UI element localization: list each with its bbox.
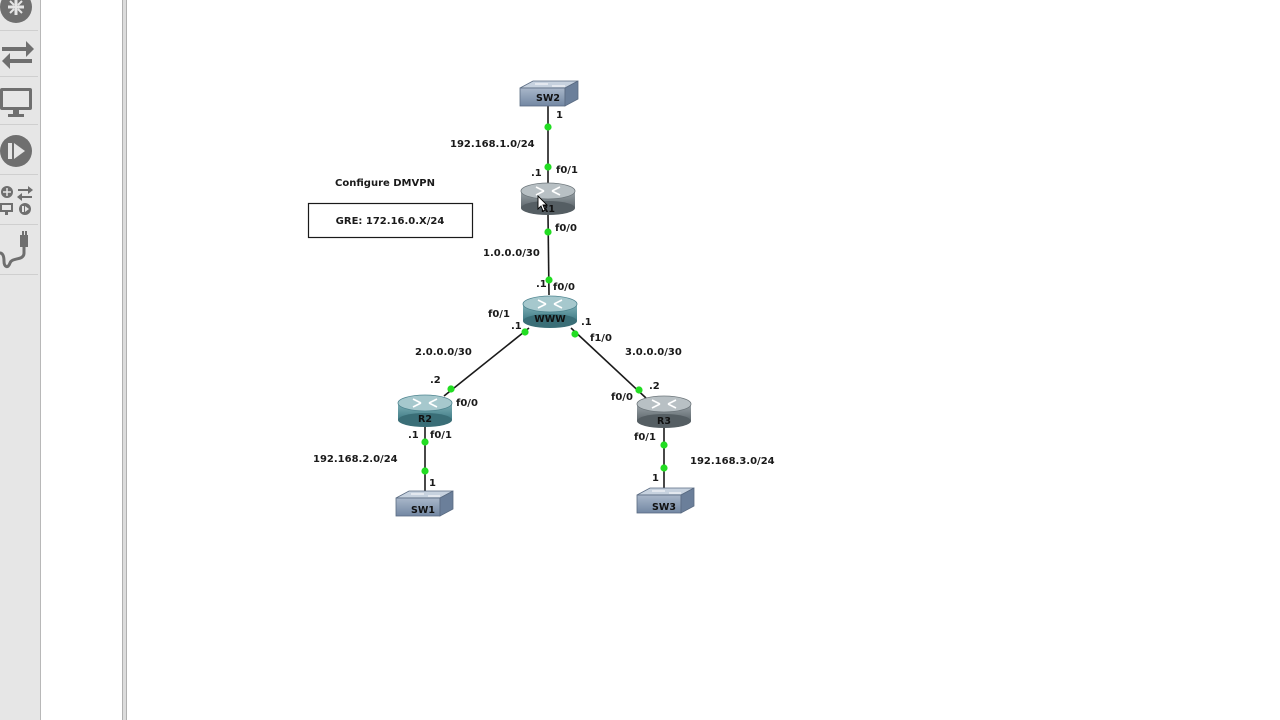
device-label-r1: R1: [541, 204, 555, 215]
www-f01-label: f0/1: [488, 309, 510, 320]
link-up-dot: [421, 438, 429, 446]
link-up-dot: [571, 330, 579, 338]
www-f00-label: f0/0: [553, 282, 575, 293]
network-label-192-168-2: 192.168.2.0/24: [313, 454, 398, 465]
sw2-port-label: 1: [556, 110, 563, 121]
router-icon: [0, 0, 32, 23]
monitor-icon: [0, 88, 32, 117]
switch-sw1[interactable]: SW1: [395, 490, 454, 517]
link-up-dot: [447, 385, 455, 393]
r1-f00-label: f0/0: [555, 223, 577, 234]
all-devices-icon: [0, 186, 33, 215]
security-devices-button[interactable]: [0, 128, 38, 175]
sw3-port-label: 1: [652, 473, 659, 484]
r3-f01-label: f0/1: [634, 432, 656, 443]
routers-button[interactable]: [0, 0, 38, 31]
network-label-2-0-0-0: 2.0.0.0/30: [415, 347, 472, 358]
www-ip-top-label: .1: [536, 279, 547, 290]
link-www-r3[interactable]: [570, 327, 647, 399]
panel-splitter[interactable]: [122, 0, 127, 720]
www-f10-label: f1/0: [590, 333, 612, 344]
r2-ip-top-label: .2: [430, 375, 441, 386]
router-r2[interactable]: R2: [397, 394, 453, 427]
r3-ip-top-label: .2: [649, 381, 660, 392]
network-label-1-0-0-0: 1.0.0.0/30: [483, 248, 540, 259]
link-up-dot: [521, 328, 529, 336]
link-up-dot: [660, 464, 668, 472]
link-up-dot: [635, 386, 643, 394]
annotation-title: Configure DMVPN: [335, 178, 435, 189]
link-up-dot: [421, 467, 429, 475]
add-link-button[interactable]: [0, 228, 38, 275]
device-label-r3: R3: [657, 416, 671, 427]
switch-arrows-icon: [2, 41, 34, 69]
annotation-box[interactable]: [307, 202, 474, 239]
link-labels: 1 192.168.1.0/24 .1 f0/1 f0/0 1.0.0.0/30…: [313, 110, 775, 489]
www-ip-right-label: .1: [581, 317, 592, 328]
r1-f01-label: f0/1: [556, 165, 578, 176]
network-label-3-0-0-0: 3.0.0.0/30: [625, 347, 682, 358]
topology-canvas[interactable]: SW2 SW1 SW3 R1: [127, 0, 1280, 720]
switch-sw3[interactable]: SW3: [636, 487, 695, 514]
all-devices-button[interactable]: [0, 178, 38, 225]
link-up-dot: [544, 123, 552, 131]
link-up-dot: [545, 276, 553, 284]
www-ip-left-label: .1: [511, 321, 522, 332]
device-label-sw1: SW1: [411, 505, 435, 516]
annotation-box-text: GRE: 172.16.0.X/24: [336, 216, 445, 227]
mouse-cursor: [537, 194, 549, 212]
toolbar-gap: [41, 0, 122, 720]
device-toolbar: [0, 0, 41, 720]
cable-icon: [0, 231, 28, 269]
r3-f00-label: f0/0: [611, 392, 633, 403]
link-www-r2[interactable]: [443, 327, 530, 397]
device-label-r2: R2: [418, 414, 432, 425]
r1-ip-label: .1: [531, 168, 542, 179]
device-label-sw3: SW3: [652, 502, 676, 513]
device-label-www: WWW: [534, 314, 566, 325]
end-devices-button[interactable]: [0, 78, 38, 125]
link-up-dot: [544, 228, 552, 236]
router-r3[interactable]: R3: [636, 395, 692, 428]
router-r1[interactable]: R1: [520, 182, 576, 215]
sw1-port-label: 1: [429, 478, 436, 489]
r2-f01-label: f0/1: [430, 430, 452, 441]
r2-ip-bottom-label: .1: [408, 430, 419, 441]
network-label-192-168-3: 192.168.3.0/24: [690, 456, 775, 467]
link-up-dot: [544, 163, 552, 171]
r2-f00-label: f0/0: [456, 398, 478, 409]
link-up-dot: [660, 441, 668, 449]
device-label-sw2: SW2: [536, 93, 560, 104]
link-status-dots: [421, 123, 668, 475]
links: [424, 106, 665, 492]
play-pause-icon: [0, 135, 32, 167]
topology-diagram: SW2 SW1 SW3 R1: [307, 80, 775, 517]
network-label-192-168-1: 192.168.1.0/24: [450, 139, 535, 150]
switches-button[interactable]: [0, 30, 38, 77]
router-www[interactable]: WWW: [522, 295, 578, 328]
switch-sw2[interactable]: SW2: [519, 80, 579, 107]
